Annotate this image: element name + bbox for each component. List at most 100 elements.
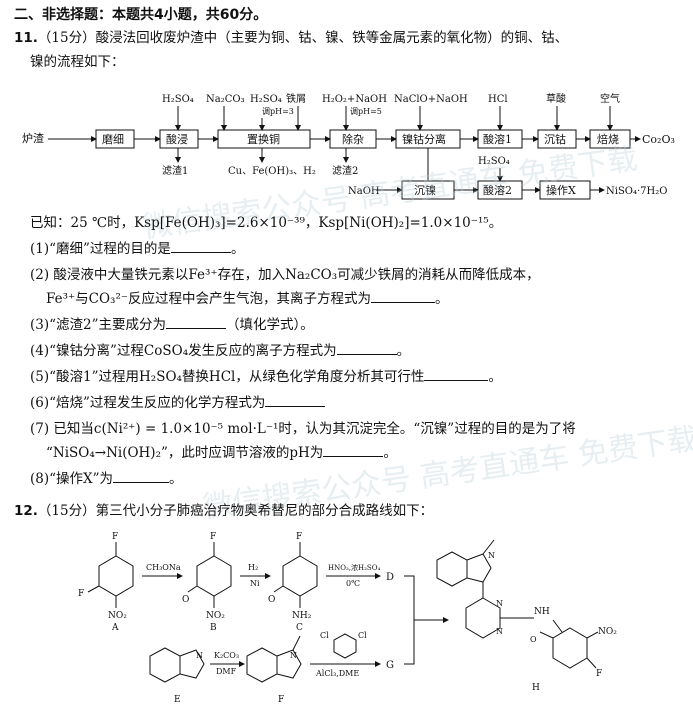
q11-sub7-line2: “NiSO₄→Ni(OH)₂”，此时应调节溶液的pH为。 — [46, 444, 397, 461]
reagent-ef-bottom: DMF — [216, 667, 237, 676]
process-flow-chart: 炉渣 磨细 酸浸 置换铜 除杂 镍钴分离 酸溶1 沉钴 焙烧 Co₂O₃ H₂S… — [22, 92, 675, 200]
synthesis-route-diagram: F F NO₂ A CH₃ONa F O NO₂ B H₂ Ni F — [78, 532, 617, 705]
molecule-A: F F NO₂ A — [78, 532, 134, 633]
dcp-Cl-right: Cl — [358, 631, 367, 640]
answer-blank-8[interactable] — [113, 470, 170, 483]
box-replace-copper-label: 置换铜 — [247, 132, 280, 146]
reagent-cd-top: HNO₃,浓H₂SO₄ — [328, 563, 380, 572]
mol-C-F: F — [296, 532, 302, 542]
reagent-impurity-ph: 调pH=5 — [350, 107, 382, 116]
mol-H-pyr-N2: N — [496, 627, 503, 636]
reagent-replace-1: Na₂CO₃ — [206, 94, 245, 105]
mol-E-label: E — [174, 695, 181, 705]
reagent-separate: NaClO+NaOH — [394, 94, 468, 105]
q11-sub7-line1: (7) 已知当c(Ni²⁺) = 1.0×10⁻⁵ mol·L⁻¹时，认为其沉淀… — [30, 421, 576, 437]
q12-number: 12. — [14, 503, 38, 519]
answer-blank-2[interactable] — [371, 290, 436, 303]
q11-sub8-text: (8)“操作X”为 — [30, 471, 114, 487]
mol-B-NO2: NO₂ — [206, 611, 225, 621]
box-nickel-precip-label: 沉镍 — [414, 183, 436, 197]
box-dissolve1-label: 酸溶1 — [483, 132, 512, 146]
mol-C-NH2: NH₂ — [292, 611, 312, 621]
answer-blank-4[interactable] — [336, 342, 397, 355]
mol-A-NO2: NO₂ — [108, 611, 127, 621]
reagent-dissolve1: HCl — [488, 94, 508, 105]
q11-sub3-text: (3)“滤渣2”主要成分为 — [30, 317, 167, 333]
reagent-fg-bottom: AlCl₃,DME — [315, 669, 359, 678]
molecule-B: F O NO₂ B — [182, 532, 232, 633]
answer-blank-1[interactable] — [170, 240, 231, 253]
mol-B-label: B — [210, 623, 217, 633]
q11-sub1-text: (1)“磨细”过程的目的是 — [30, 241, 171, 257]
mol-A-F-top: F — [112, 532, 118, 542]
reagent-roast: 空气 — [600, 92, 620, 105]
answer-blank-7[interactable] — [323, 444, 384, 457]
reagent-acid-leach: H₂SO₄ — [162, 94, 194, 105]
box-roast-label: 焙烧 — [597, 132, 619, 146]
reagent-cd-bottom: 0℃ — [346, 579, 360, 588]
q11-sub3-tail: （填化学式）。 — [226, 317, 314, 333]
mol-E-N: N — [196, 651, 203, 660]
mol-A-label: A — [111, 623, 119, 633]
mol-H-F: F — [596, 669, 602, 679]
reagent-replace-2: H₂SO₄ — [250, 94, 282, 105]
q11-sub3: (3)“滤渣2”主要成分为 （填化学式）。 — [30, 316, 314, 334]
reagent-bc-bottom: Ni — [250, 579, 260, 588]
mol-H-NH: NH — [534, 607, 550, 617]
mol-H-indole-N: N — [488, 551, 495, 560]
molecule-C: F O NH₂ C — [268, 532, 318, 633]
q11-sub2-line1: (2) 酸浸液中大量铁元素以Fe³⁺存在，加入Na₂CO₃可减少铁屑的消耗从而降… — [30, 267, 540, 283]
box-operation-x-label: 操作X — [546, 183, 576, 197]
q11-number: 11. — [14, 30, 38, 46]
q12-stem: 12.（15分）第三代小分子肺癌治疗物奥希替尼的部分合成路线如下： — [14, 502, 433, 520]
q11-sub4-text: (4)“镍钴分离”过程CoSO₄发生反应的离子方程式为 — [30, 343, 337, 359]
q11-sub2-text: Fe³⁺与CO₃²⁻反应过程中会产生气泡，其离子方程式为 — [46, 291, 372, 307]
byproduct-residue2: 滤渣2 — [332, 164, 358, 177]
mol-C-O: O — [268, 595, 275, 605]
box-ni-co-separate-label: 镍钴分离 — [402, 132, 446, 146]
box-cobalt-precip-label: 沉钴 — [544, 132, 566, 146]
compound-D: D — [386, 572, 394, 583]
q11-known: 已知：25 ℃时，Ksp[Fe(OH)₃]=2.6×10⁻³⁹，Ksp[Ni(O… — [30, 215, 503, 231]
product-cobalt: Co₂O₃ — [642, 133, 675, 146]
dcp-Cl-left: Cl — [320, 631, 329, 640]
reagent-nickel: NaOH — [348, 186, 380, 197]
compound-G: G — [386, 660, 394, 671]
reagent-bc-top: H₂ — [248, 563, 258, 572]
q11-stem-line1: 11.（15分）酸浸法回收废炉渣中（主要为铜、钴、镍、铁等金属元素的氧化物）的铜… — [14, 29, 568, 47]
molecule-F: N F — [246, 635, 302, 705]
molecule-E: N E — [149, 647, 205, 705]
reagent-dissolve2: H₂SO₄ — [478, 156, 510, 167]
flow-start: 炉渣 — [22, 131, 44, 145]
reagent-replace-ph: 调pH=3 — [262, 107, 294, 116]
q11-sub5: (5)“酸溶1”过程用H₂SO₄替换HCl，从绿色化学角度分析其可行性。 — [30, 368, 502, 385]
box-impurity-label: 除杂 — [342, 132, 364, 146]
q11-sub1: (1)“磨细”过程的目的是。 — [30, 240, 245, 257]
answer-blank-5[interactable] — [424, 368, 489, 381]
q11-sub2-line2: Fe³⁺与CO₃²⁻反应过程中会产生气泡，其离子方程式为。 — [46, 290, 449, 307]
reagent-impurity: H₂O₂+NaOH — [322, 94, 387, 105]
q11-sub5-text: (5)“酸溶1”过程用H₂SO₄替换HCl，从绿色化学角度分析其可行性 — [30, 369, 425, 385]
dichloropyrimidine: Cl Cl — [320, 631, 367, 659]
reagent-ab: CH₃ONa — [146, 563, 181, 572]
byproduct-residue1: 滤渣1 — [162, 164, 188, 177]
q12-stem-text: 第三代小分子肺癌治疗物奥希替尼的部分合成路线如下： — [95, 503, 434, 519]
mol-H-label: H — [532, 683, 540, 693]
q11-score: （15分） — [37, 30, 96, 46]
q11-sub8: (8)“操作X”为。 — [30, 470, 183, 487]
mol-H-NO2: NO₂ — [598, 627, 617, 637]
answer-blank-6[interactable] — [265, 394, 326, 407]
mol-C-label: C — [296, 623, 303, 633]
q11-sub6: (6)“焙烧”过程发生反应的化学方程式为 — [30, 394, 326, 412]
mol-B-F: F — [210, 532, 216, 542]
answer-blank-3[interactable] — [166, 316, 227, 329]
box-dissolve2-label: 酸溶2 — [483, 183, 512, 197]
box-grind-label: 磨细 — [102, 133, 124, 146]
mol-H-pyr-N1: N — [496, 599, 503, 608]
q11-sub7-text: “NiSO₄→Ni(OH)₂”，此时应调节溶液的pH为 — [46, 445, 324, 461]
mol-F-label: F — [278, 695, 284, 705]
section-title: 二、非选择题：本题共4小题，共60分。 — [14, 7, 268, 23]
q12-score: （15分） — [37, 503, 96, 519]
byproduct-replace: Cu、Fe(OH)₃、H₂ — [228, 166, 316, 177]
